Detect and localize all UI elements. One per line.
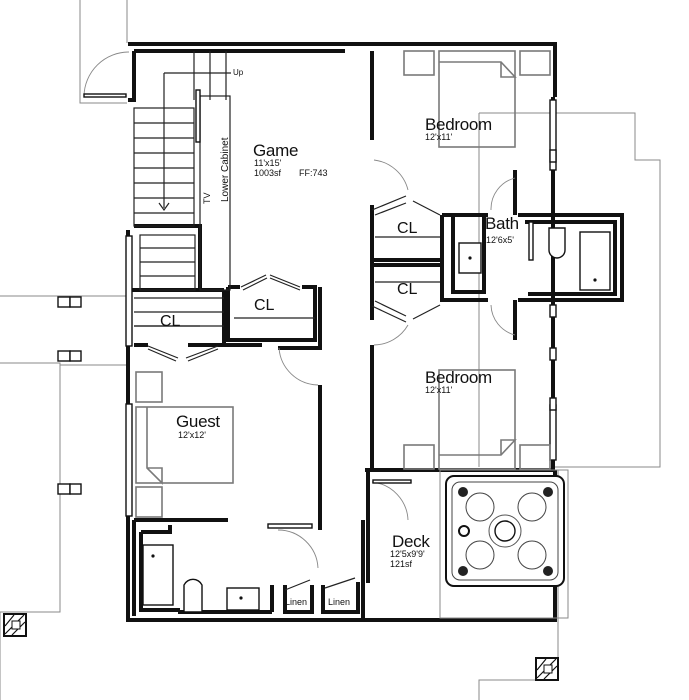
room-area-deck: 121sf: [390, 559, 413, 569]
closet-label-game: CL: [254, 297, 275, 314]
entry-door: [83, 51, 130, 98]
linen-label-right: Linen: [328, 597, 351, 607]
door-swings: [267, 159, 516, 569]
closet-label-bath-upper: CL: [397, 220, 418, 237]
linen-label-left: Linen: [285, 597, 308, 607]
plumbing-fixtures: [142, 221, 611, 613]
room-dims-bedroom-bottom: 12'x11': [425, 385, 453, 395]
room-label-bedroom-bottom: Bedroom: [425, 368, 492, 387]
room-dims-game: 11'x15': [254, 158, 282, 168]
stairs-up-label: Up: [233, 68, 244, 77]
site-lines: [0, 0, 661, 700]
room-dims-bedroom-top: 12'x11': [425, 132, 453, 142]
room-label-game: Game: [253, 141, 299, 160]
lower-cabinet-label: Lower Cabinet: [220, 137, 231, 202]
windows: [125, 99, 557, 517]
room-dims-guest: 12'x12': [178, 430, 206, 440]
room-dims-bath: 12'6x5': [486, 235, 514, 245]
finished-floor-game: FF:743: [299, 168, 328, 178]
structural-post-hatched: [3, 613, 559, 681]
room-area-game: 1003sf: [254, 168, 282, 178]
closet-label-bath-lower: CL: [397, 281, 418, 298]
closet-shelves: [134, 236, 444, 327]
room-label-deck: Deck: [392, 532, 430, 551]
column-markers: [57, 296, 82, 495]
room-label-bath: Bath: [485, 214, 519, 233]
closet-label-stair: CL: [160, 313, 181, 330]
bifold-doors: [147, 195, 441, 591]
room-dims-deck: 12'5x9'9': [390, 549, 425, 559]
room-label-bedroom-top: Bedroom: [425, 115, 492, 134]
room-label-guest: Guest: [176, 412, 220, 431]
staircase: [133, 51, 231, 327]
tv-label: TV: [202, 192, 212, 204]
hot-tub: [439, 469, 569, 619]
furniture: [135, 50, 551, 518]
